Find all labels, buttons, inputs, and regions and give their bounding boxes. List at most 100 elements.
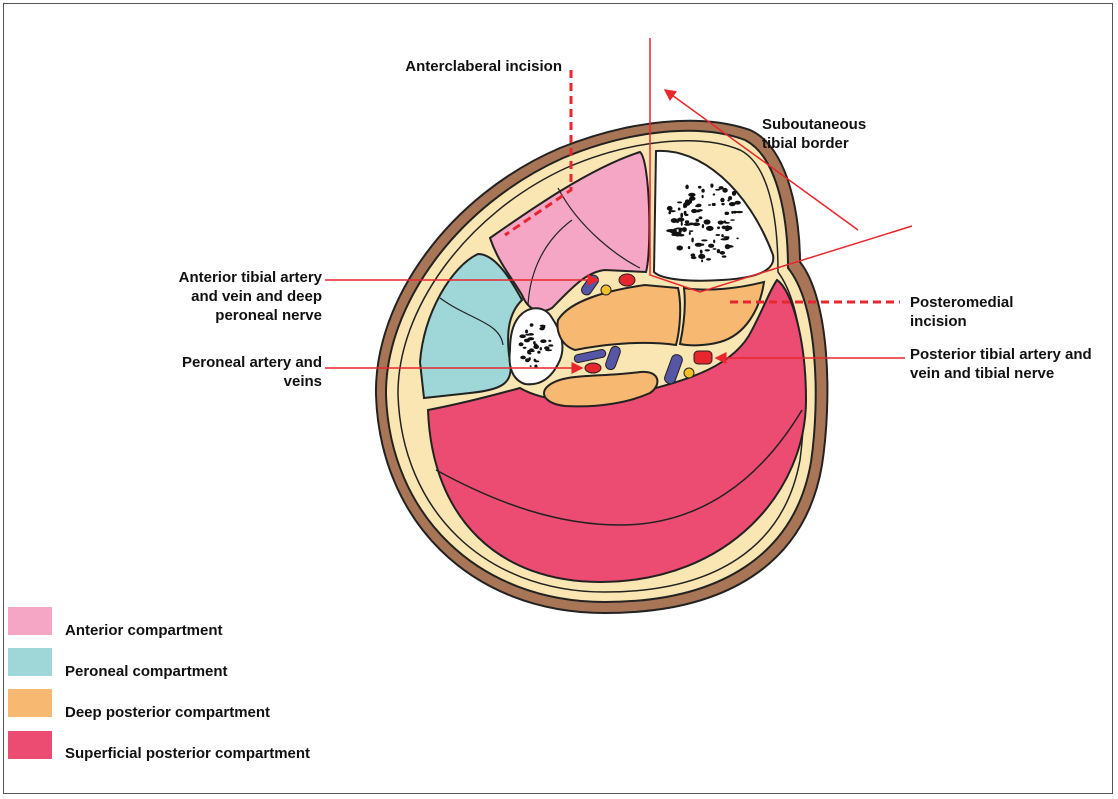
marrow-dot — [668, 211, 671, 215]
legend-swatch-anterior — [8, 607, 52, 635]
marrow-dot — [677, 207, 681, 211]
bone-marrow-dots — [518, 183, 743, 369]
marrow-dot — [522, 346, 527, 349]
legend-swatch-deep-posterior — [8, 689, 52, 717]
marrow-dot — [681, 227, 687, 232]
marrow-dot — [691, 237, 694, 243]
marrow-dot — [527, 337, 535, 341]
marrow-dot — [688, 230, 694, 233]
marrow-dot — [712, 248, 717, 250]
marrow-dot — [728, 202, 736, 207]
marrow-dot — [674, 234, 681, 237]
marrow-dot — [678, 228, 681, 234]
marrow-dot — [722, 187, 728, 193]
marrow-dot — [730, 219, 735, 221]
marrow-dot — [690, 253, 696, 257]
marrow-dot — [723, 220, 727, 224]
marrow-dot — [708, 243, 715, 248]
marrow-dot — [687, 245, 691, 250]
marrow-dot — [698, 253, 706, 260]
marrow-dot — [706, 258, 711, 261]
label-posterior-tibial: Posterior tibial artery and vein and tib… — [910, 346, 1092, 382]
marrow-dot — [724, 211, 730, 216]
marrow-dot — [725, 225, 730, 231]
marrow-dot — [723, 236, 730, 239]
marrow-dot — [529, 365, 532, 367]
marrow-dot — [728, 196, 733, 201]
peroneal-muscle-divider — [439, 297, 504, 346]
marrow-dot — [715, 188, 721, 191]
peroneal-vein — [573, 349, 607, 363]
posterior-tibial-vein — [664, 354, 683, 385]
marrow-dot — [701, 259, 704, 263]
anterior-tibial-artery — [618, 273, 636, 287]
marrow-dot — [688, 231, 691, 236]
peroneal-artery — [584, 362, 602, 374]
label-subcutaneous-border: Suboutaneous tibial border — [762, 116, 867, 152]
marrow-dot — [533, 359, 537, 362]
label-peroneal-artery: Peroneal artery and veins — [181, 354, 322, 390]
marrow-dot — [732, 210, 737, 214]
marrow-dot — [713, 239, 716, 244]
fascia-line — [397, 140, 805, 593]
marrow-dot — [668, 210, 676, 213]
marrow-dot — [670, 231, 675, 234]
marrow-dot — [701, 194, 704, 199]
marrow-dot — [666, 206, 673, 211]
marrow-dot — [529, 349, 535, 353]
marrow-dot — [698, 216, 703, 220]
marrow-dot — [548, 344, 554, 347]
marrow-dot — [684, 213, 689, 217]
marrow-dot — [708, 226, 711, 228]
label-posteromedial-incision: Posteromedial incision — [910, 294, 1014, 330]
figure-border — [3, 3, 1113, 794]
marrow-dot — [721, 255, 727, 258]
marrow-dot — [539, 347, 543, 351]
marrow-dot — [731, 210, 734, 214]
marrow-dot — [680, 221, 683, 226]
legend-swatch-peroneal — [8, 648, 52, 676]
marrow-dot — [701, 188, 705, 193]
marrow-dot — [680, 212, 684, 218]
marrow-dot — [716, 249, 721, 254]
marrow-dot — [704, 249, 710, 252]
marrow-dot — [520, 355, 526, 360]
marrow-dot — [695, 218, 700, 223]
legend-label-superficial-posterior: Superficial posterior compartment — [65, 745, 311, 762]
marrow-dot — [734, 200, 741, 205]
marrow-dot — [533, 343, 538, 346]
marrow-dot — [703, 219, 711, 225]
marrow-dot — [533, 341, 536, 344]
marrow-dot — [688, 192, 696, 197]
subcutaneous-border-pointer — [663, 89, 859, 231]
marrow-dot — [529, 323, 534, 327]
marrow-dot — [548, 339, 552, 342]
marrow-dot — [736, 237, 739, 240]
marrow-dot — [735, 210, 743, 214]
marrow-dot — [692, 222, 701, 227]
marrow-dot — [719, 250, 726, 255]
marrow-dot — [677, 217, 685, 222]
peroneal-compartment — [418, 252, 524, 400]
marrow-dot — [675, 227, 683, 230]
anterior-muscle-divider — [527, 187, 641, 306]
marrow-dot — [540, 339, 547, 343]
marrow-dot — [711, 202, 716, 207]
marrow-dot — [721, 234, 724, 238]
marrow-dot — [537, 350, 541, 354]
marrow-dot — [717, 226, 720, 230]
marrow-dot — [683, 203, 686, 209]
marrow-dot — [721, 202, 725, 206]
deep-posterior-compartment-lower — [543, 370, 659, 408]
deep-posterior-compartment-medial — [678, 280, 766, 347]
marrow-dot — [519, 334, 526, 339]
gastrocnemius-soleus-divider — [435, 409, 803, 526]
marrow-dot — [677, 201, 683, 204]
marrow-dot — [710, 183, 714, 188]
marrow-dot — [712, 193, 716, 196]
marrow-dot — [684, 199, 690, 205]
tibial-border-vertical-line — [649, 38, 913, 293]
marrow-dot — [699, 249, 703, 254]
marrow-dot — [525, 329, 529, 334]
deep-peroneal-nerve — [600, 284, 612, 296]
